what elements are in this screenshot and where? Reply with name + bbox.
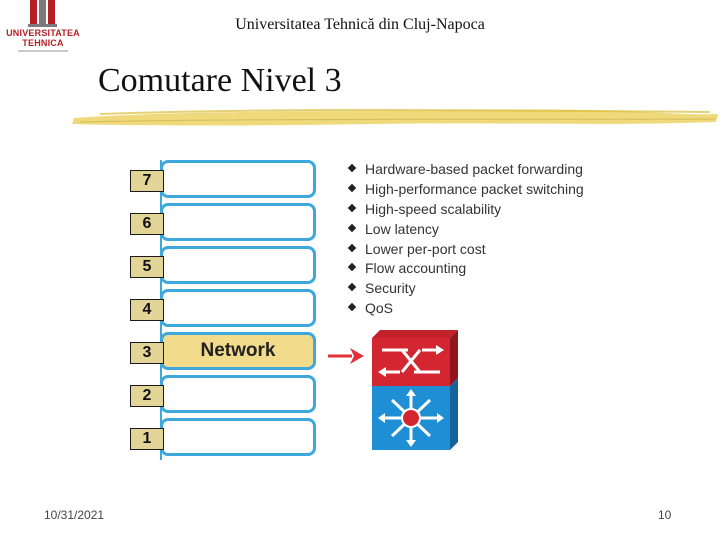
feature-item: High-speed scalability [347, 200, 584, 220]
logo-line-1: UNIVERSITATEA [6, 28, 80, 38]
layer-box [160, 375, 316, 413]
right-arrow-icon [328, 348, 364, 364]
diamond-bullet-icon [347, 203, 357, 213]
feature-text: Lower per-port cost [365, 240, 486, 257]
layer-number: 1 [130, 428, 164, 450]
feature-item: Low latency [347, 220, 584, 240]
university-logo: UNIVERSITATEA TEHNICA [0, 0, 92, 56]
diamond-bullet-icon [347, 263, 357, 272]
feature-item: QoS [347, 299, 584, 319]
feature-item: Lower per-port cost [347, 240, 584, 260]
diamond-bullet-icon [347, 163, 357, 173]
layer-box [160, 203, 316, 241]
layer-box [160, 289, 316, 327]
layer-number: 3 [130, 342, 164, 364]
osi-layer-1: 1 [130, 418, 320, 458]
layer-label-network: Network [200, 340, 276, 361]
feature-list: Hardware-based packet forwarding High-pe… [347, 160, 584, 319]
title-underline-brush [72, 109, 718, 126]
layer-box-highlighted: Network [160, 332, 316, 370]
slide-title: Comutare Nivel 3 [98, 62, 342, 99]
osi-layer-4: 4 [130, 289, 320, 329]
diamond-bullet-icon [347, 243, 357, 252]
layer-box [160, 246, 316, 284]
layer-number: 6 [130, 213, 164, 235]
feature-item: Flow accounting [347, 259, 584, 279]
osi-layer-6: 6 [130, 203, 320, 243]
feature-item: High-performance packet switching [347, 180, 584, 200]
diamond-bullet-icon [347, 183, 357, 193]
layer-number: 5 [130, 256, 164, 278]
diamond-bullet-icon [347, 302, 357, 312]
logo-line-2: TEHNICA [22, 38, 64, 48]
logo-emblem-icon [28, 0, 57, 27]
osi-layer-2: 2 [130, 375, 320, 415]
layer3-switch-icon [372, 330, 458, 450]
feature-text: Hardware-based packet forwarding [365, 161, 583, 177]
layer-number: 2 [130, 385, 164, 407]
feature-item: Hardware-based packet forwarding [347, 160, 584, 180]
feature-text: Flow accounting [365, 260, 467, 277]
osi-layer-3: Network 3 [130, 332, 320, 372]
layer-box [160, 160, 316, 198]
feature-item: Security [347, 279, 584, 299]
logo-subtitle-rule [18, 50, 68, 52]
layer-number: 7 [130, 170, 164, 192]
feature-text: High-speed scalability [365, 200, 502, 217]
layer-number: 4 [130, 299, 164, 321]
feature-text: Low latency [365, 220, 439, 237]
footer-date: 10/31/2021 [44, 508, 105, 522]
osi-layer-5: 5 [130, 246, 320, 286]
university-name: Universitatea Tehnică din Cluj-Napoca [235, 16, 485, 33]
diamond-bullet-icon [347, 283, 357, 292]
feature-text: Security [365, 280, 416, 297]
osi-layer-7: 7 [130, 160, 320, 200]
layer-box [160, 418, 316, 456]
page-number: 10 [658, 508, 672, 522]
feature-text: QoS [365, 300, 394, 317]
feature-text: High-performance packet switching [365, 180, 584, 197]
diamond-bullet-icon [347, 223, 357, 232]
